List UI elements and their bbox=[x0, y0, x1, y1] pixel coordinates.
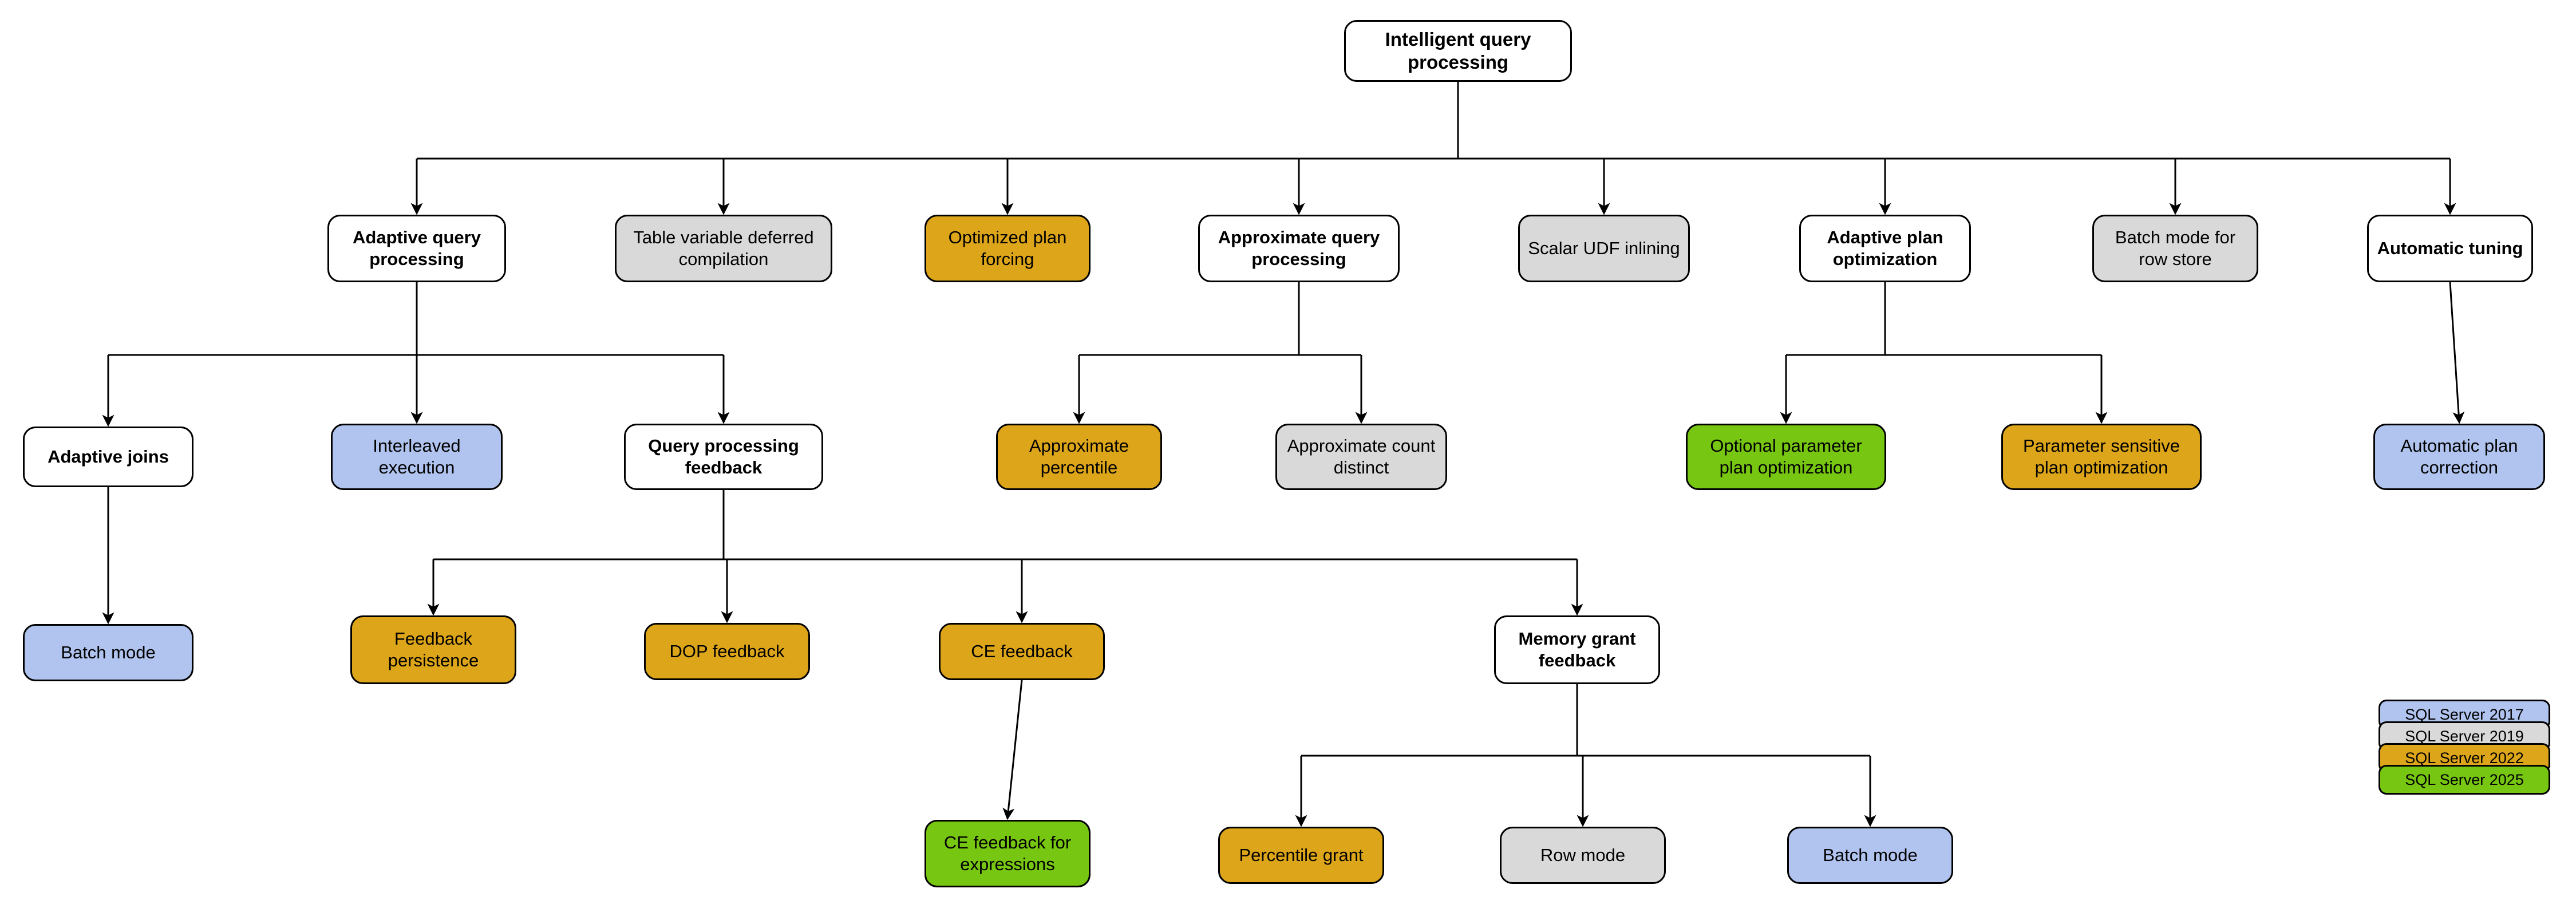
node-label: Adaptive query processing bbox=[353, 227, 481, 269]
node-psp[interactable]: Parameter sensitive plan optimization bbox=[2001, 424, 2202, 490]
edge-cefb-to-cefbexpr bbox=[1002, 680, 1023, 820]
node-label: Approximate query processing bbox=[1218, 227, 1380, 269]
legend-label: SQL Server 2017 bbox=[2405, 705, 2524, 723]
node-aqp[interactable]: Adaptive query processing bbox=[327, 215, 506, 282]
node-label: Interleaved execution bbox=[373, 436, 461, 477]
node-bmrs[interactable]: Batch mode for row store bbox=[2092, 215, 2258, 282]
node-label: DOP feedback bbox=[669, 641, 785, 662]
legend-label: SQL Server 2022 bbox=[2405, 749, 2524, 767]
node-label: CE feedback for expressions bbox=[943, 832, 1072, 874]
legend-label: SQL Server 2019 bbox=[2405, 727, 2524, 745]
node-label: Optional parameter plan optimization bbox=[1710, 436, 1862, 477]
node-qpf[interactable]: Query processing feedback bbox=[624, 424, 823, 490]
node-cefbexpr[interactable]: CE feedback for expressions bbox=[924, 820, 1091, 887]
node-label: Scalar UDF inlining bbox=[1528, 238, 1680, 259]
node-apo[interactable]: Adaptive plan optimization bbox=[1799, 215, 1971, 282]
node-label: CE feedback bbox=[971, 641, 1073, 662]
node-apq[interactable]: Approximate query processing bbox=[1198, 215, 1400, 282]
node-label: Batch mode bbox=[61, 642, 156, 663]
node-batchmode1[interactable]: Batch mode bbox=[23, 624, 193, 681]
node-label: Feedback persistence bbox=[388, 629, 479, 670]
edge-paths bbox=[102, 82, 2465, 827]
node-label: Query processing feedback bbox=[648, 436, 799, 477]
node-pctgrant[interactable]: Percentile grant bbox=[1218, 827, 1384, 884]
node-label: Percentile grant bbox=[1239, 845, 1364, 866]
node-label: Adaptive plan optimization bbox=[1827, 227, 1943, 269]
node-root[interactable]: Intelligent query processing bbox=[1344, 20, 1572, 82]
node-ajoins[interactable]: Adaptive joins bbox=[23, 427, 193, 487]
node-label: Parameter sensitive plan optimization bbox=[2023, 436, 2180, 477]
node-label: Batch mode bbox=[1823, 845, 1918, 866]
edge-autotune-to-apc bbox=[2449, 282, 2465, 424]
node-label: Adaptive joins bbox=[48, 447, 169, 467]
node-ilexec[interactable]: Interleaved execution bbox=[331, 424, 503, 490]
node-opf[interactable]: Optimized plan forcing bbox=[924, 215, 1091, 282]
node-tvdc[interactable]: Table variable deferred compilation bbox=[615, 215, 832, 282]
node-label: Optimized plan forcing bbox=[948, 227, 1067, 269]
node-label: Row mode bbox=[1540, 845, 1626, 866]
node-label: Approximate count distinct bbox=[1287, 436, 1436, 477]
node-label: Approximate percentile bbox=[1029, 436, 1129, 477]
node-apc[interactable]: Automatic plan correction bbox=[2373, 424, 2545, 490]
legend-label: SQL Server 2025 bbox=[2405, 771, 2524, 788]
node-rowmode[interactable]: Row mode bbox=[1500, 827, 1666, 884]
node-oppo[interactable]: Optional parameter plan optimization bbox=[1686, 424, 1886, 490]
node-label: Table variable deferred compilation bbox=[633, 227, 814, 269]
node-fbpersist[interactable]: Feedback persistence bbox=[350, 615, 516, 684]
node-approxp[interactable]: Approximate percentile bbox=[996, 424, 1162, 490]
node-autotune[interactable]: Automatic tuning bbox=[2367, 215, 2533, 282]
node-sudf[interactable]: Scalar UDF inlining bbox=[1518, 215, 1690, 282]
node-mgf[interactable]: Memory grant feedback bbox=[1494, 615, 1660, 684]
node-label: Automatic tuning bbox=[2377, 238, 2523, 259]
node-label: Intelligent query processing bbox=[1385, 28, 1531, 73]
legend-item-sql-server-2025[interactable]: SQL Server 2025 bbox=[2379, 765, 2550, 795]
node-approxcd[interactable]: Approximate count distinct bbox=[1275, 424, 1447, 490]
node-batchmode2[interactable]: Batch mode bbox=[1787, 827, 1953, 884]
node-label: Memory grant feedback bbox=[1518, 629, 1636, 670]
node-label: Batch mode for row store bbox=[2115, 227, 2236, 269]
node-cefb[interactable]: CE feedback bbox=[939, 623, 1105, 680]
node-label: Automatic plan correction bbox=[2400, 436, 2518, 477]
node-dopfb[interactable]: DOP feedback bbox=[644, 623, 810, 680]
